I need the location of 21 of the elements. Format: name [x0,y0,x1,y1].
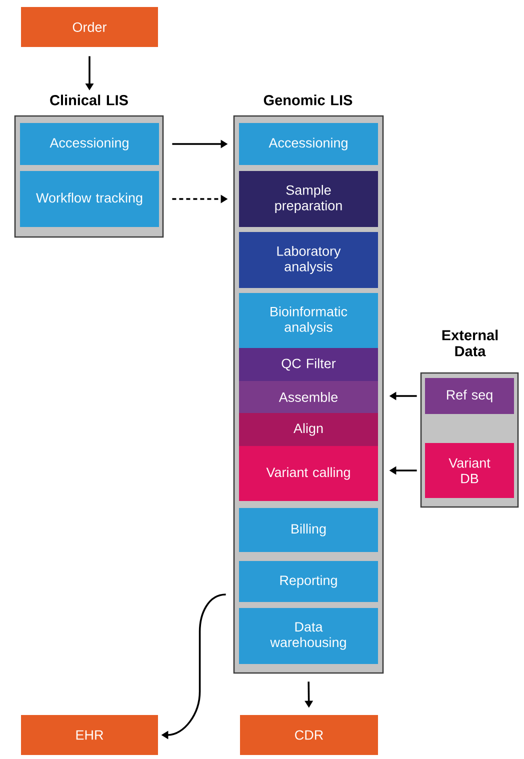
process-box: QC Filter [239,348,378,381]
process-box: Laboratory analysis [239,232,378,288]
process-box: Sample preparation [239,171,378,227]
process-box: CDR [240,715,378,755]
process-box: Order [21,7,158,47]
process-box: Variant DB [425,443,514,498]
process-box: Align [239,413,378,446]
process-box: Reporting [239,561,378,602]
panel-heading: Genomic LIS [264,94,352,106]
panel-heading: External Data [442,330,498,356]
process-box: Accessioning [20,123,159,165]
process-box: Variant calling [239,446,378,501]
panel-heading: Clinical LIS [50,94,128,106]
process-box: EHR [21,715,158,755]
process-box: Ref seq [425,378,514,414]
process-box: Data warehousing [239,608,378,664]
process-box: Accessioning [239,123,378,165]
process-box: Workflow tracking [20,171,159,227]
process-box: Assemble [239,381,378,413]
process-box: Bioinformatic analysis [239,293,378,348]
process-box: Billing [239,508,378,552]
